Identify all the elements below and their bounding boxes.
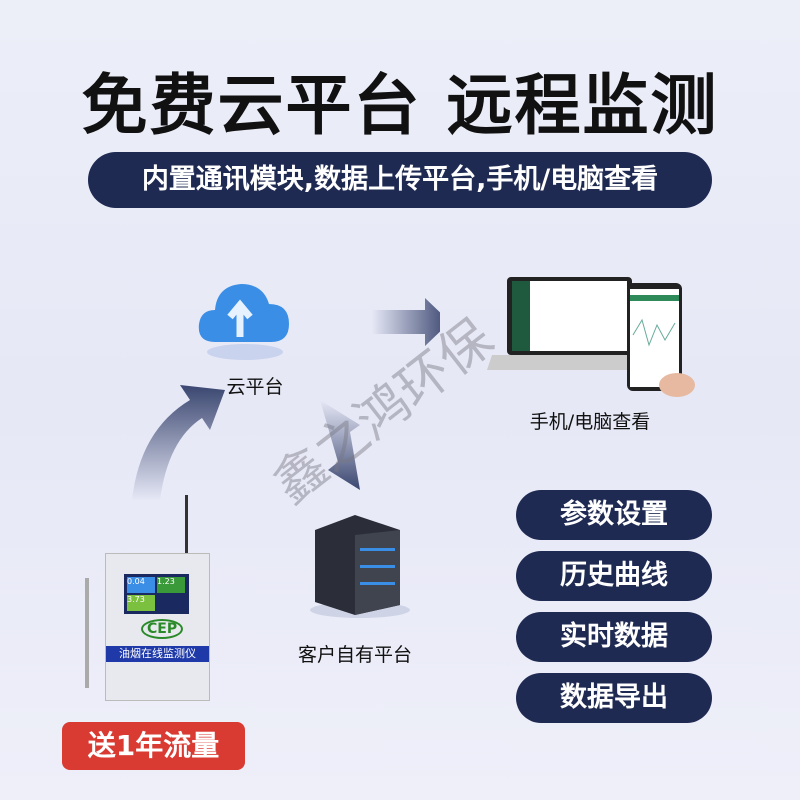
flow-arrows — [132, 298, 440, 500]
server-icon — [310, 515, 410, 618]
arrow-right-icon — [372, 298, 440, 346]
feature-history-curve: 历史曲线 — [516, 551, 712, 601]
cloud-icon — [198, 284, 289, 360]
feature-realtime-data: 实时数据 — [516, 612, 712, 662]
free-data-badge: 送1年流量 — [62, 722, 245, 770]
cep-logo: CEP — [141, 619, 184, 639]
view-label: 手机/电脑查看 — [529, 411, 651, 433]
subtitle-pill: 内置通讯模块,数据上传平台,手机/电脑查看 — [88, 152, 712, 208]
feature-parameter-settings: 参数设置 — [516, 490, 712, 540]
device-label: 油烟在线监测仪 — [106, 646, 209, 662]
device-reading: 1.23 — [157, 577, 185, 593]
monitor-device: 0.04 1.23 3.73 CEP 油烟在线监测仪 — [105, 553, 210, 701]
server-label: 客户自有平台 — [297, 644, 412, 666]
arrow-up-icon — [132, 385, 225, 500]
page-title: 免费云平台 远程监测 — [81, 67, 719, 144]
device-reading: 3.73 — [127, 595, 155, 611]
device-reading: 0.04 — [127, 577, 155, 593]
feature-data-export: 数据导出 — [516, 673, 712, 723]
antenna — [185, 495, 188, 553]
cloud-platform-label: 云平台 — [226, 376, 284, 398]
laptop-phone-image — [487, 277, 695, 397]
probe — [85, 578, 89, 688]
arrow-down-icon — [320, 400, 360, 490]
device-screen: 0.04 1.23 3.73 — [124, 574, 189, 614]
